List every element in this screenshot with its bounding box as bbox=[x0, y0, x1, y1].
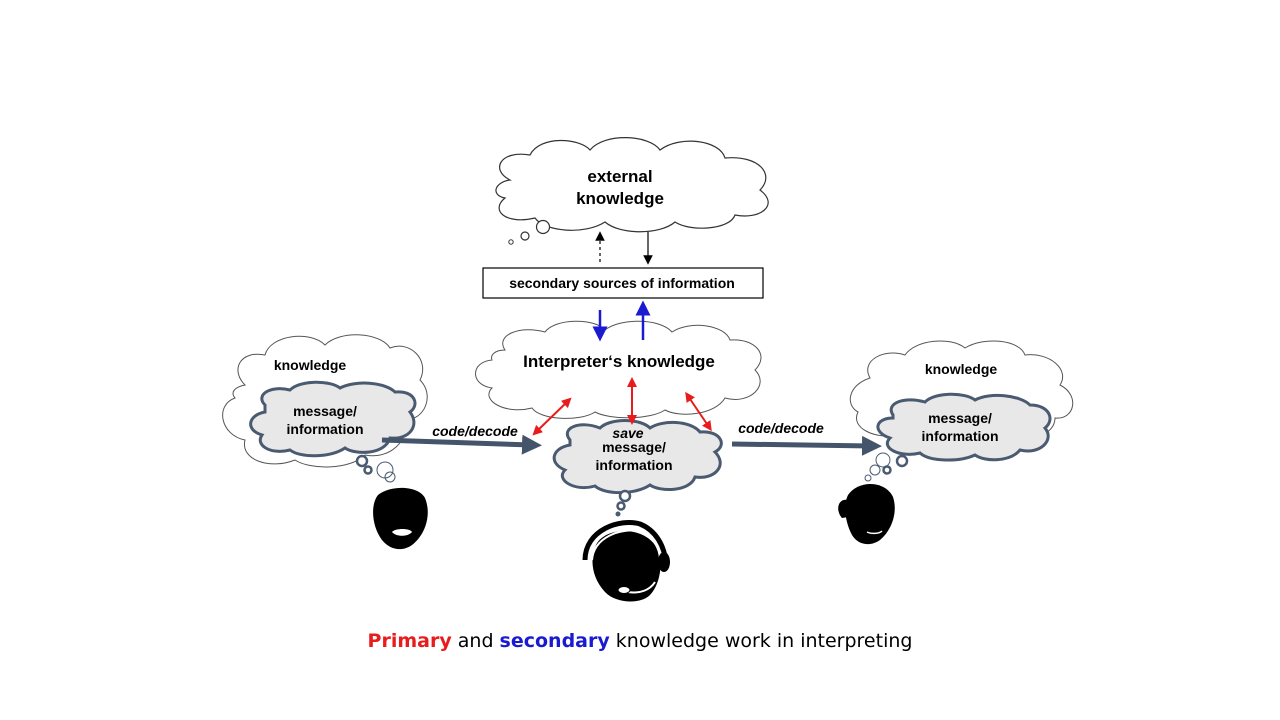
save-label: save bbox=[612, 425, 643, 441]
listener-head-icon bbox=[838, 483, 895, 545]
left-code-decode-label: code/decode bbox=[432, 423, 518, 439]
right-message-label-1: message/ bbox=[928, 410, 992, 426]
external-knowledge-label-1: external bbox=[587, 167, 652, 186]
interpreters-knowledge-label: Interpreter‘s knowledge bbox=[523, 352, 715, 371]
center-message-label-1: message/ bbox=[602, 439, 666, 455]
center-message-label-2: information bbox=[596, 457, 673, 473]
right-knowledge-label: knowledge bbox=[925, 361, 998, 377]
external-knowledge-cloud: external knowledge bbox=[495, 137, 769, 245]
center-message-cloud: save message/ information bbox=[552, 419, 723, 517]
left-message-label-1: message/ bbox=[293, 403, 357, 419]
external-knowledge-label-2: knowledge bbox=[576, 189, 664, 208]
interpreter-headset-icon bbox=[582, 520, 670, 602]
primary-arrow-left bbox=[532, 397, 572, 436]
left-message-label-2: information bbox=[287, 421, 364, 437]
right-message-label-2: information bbox=[922, 428, 999, 444]
secondary-sources-label: secondary sources of information bbox=[509, 275, 735, 291]
caption-rest: knowledge work in interpreting bbox=[609, 630, 913, 652]
right-message-cloud: message/ information bbox=[864, 392, 1052, 482]
caption-primary: Primary bbox=[367, 630, 452, 652]
speaker-head-icon bbox=[373, 487, 428, 550]
caption-and: and bbox=[451, 630, 500, 652]
caption-secondary: secondary bbox=[499, 630, 610, 652]
caption: Primary and secondary knowledge work in … bbox=[0, 630, 1280, 652]
right-code-decode-arrow bbox=[731, 435, 882, 456]
left-message-cloud: message/ information bbox=[249, 380, 417, 483]
left-knowledge-label: knowledge bbox=[274, 357, 347, 373]
primary-arrow-right bbox=[685, 391, 712, 432]
left-code-decode-arrow bbox=[381, 434, 542, 455]
secondary-sources-box: secondary sources of information bbox=[482, 267, 764, 299]
interpreters-knowledge-cloud: Interpreter‘s knowledge bbox=[475, 320, 762, 419]
right-code-decode-label: code/decode bbox=[738, 420, 824, 436]
